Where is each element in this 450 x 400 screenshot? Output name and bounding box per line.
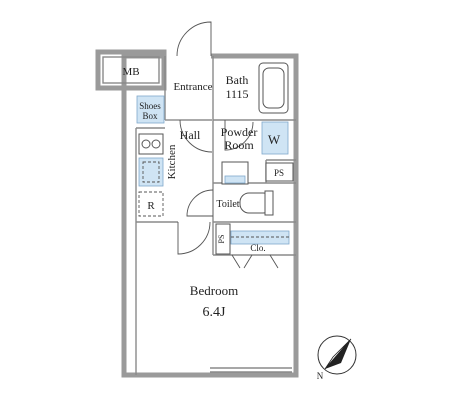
refrigerator-space <box>138 191 164 217</box>
washer-label: W <box>268 132 281 147</box>
refrigerator-label: R <box>147 200 155 212</box>
shoes-box-label-2: Box <box>142 111 158 121</box>
entrance-label: Entrance <box>173 81 212 93</box>
closet-rail <box>230 230 290 245</box>
closet-label: Clo. <box>250 243 265 253</box>
outer-walls <box>95 49 299 378</box>
shoes-box-label-1: Shoes <box>139 101 161 111</box>
ps-upper-label: PS <box>274 168 284 178</box>
powder-room-label-1: Powder <box>221 125 258 139</box>
meter-box-frame <box>95 49 167 91</box>
shoes-box <box>136 95 165 124</box>
compass-north-label: N <box>317 371 324 381</box>
interior-walls <box>135 56 296 375</box>
stove <box>138 133 164 155</box>
toilet-label: Toilet <box>216 199 239 210</box>
room-labels: MB Entrance Bath 1115 Shoes Box Hall Pow… <box>122 66 284 320</box>
bedroom-door <box>177 221 211 255</box>
entrance-door <box>176 21 212 57</box>
powder-room-door <box>224 120 254 151</box>
toilet-door <box>186 189 214 217</box>
closet-door <box>231 254 279 269</box>
windows <box>210 367 292 373</box>
ps-upper-box <box>265 162 294 182</box>
fixtures <box>136 62 294 255</box>
bedroom-size-label: 6.4J <box>203 305 227 320</box>
ps-lower-box <box>215 223 231 255</box>
mb-label: MB <box>122 66 139 78</box>
powder-room-label-2: Room <box>224 138 254 152</box>
ps-lower-label: PS <box>217 235 226 244</box>
hall-label: Hall <box>180 128 201 142</box>
washer-pan <box>261 121 289 155</box>
doors <box>176 21 279 269</box>
bath-size-label: 1115 <box>225 87 248 101</box>
compass: N <box>317 335 357 381</box>
bedroom-label: Bedroom <box>190 283 238 298</box>
bath-label: Bath <box>226 73 249 87</box>
hall-door <box>179 119 213 153</box>
kitchen-label: Kitchen <box>166 144 178 179</box>
